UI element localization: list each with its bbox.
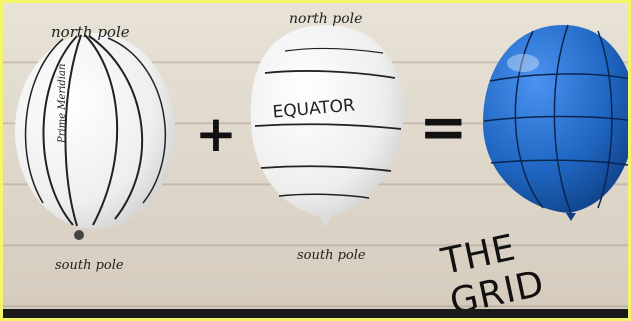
equals-sign: =	[419, 93, 468, 161]
plus-sign: +	[195, 105, 237, 163]
north-pole-middle-label: north pole	[289, 11, 362, 27]
south-pole-left-label: south pole	[55, 258, 124, 273]
equator-balloon	[251, 25, 404, 227]
bottom-strip	[3, 309, 631, 321]
prime-meridian-label: Prime Meridian	[57, 64, 68, 144]
meridian-balloon	[15, 33, 175, 240]
north-pole-left-label: north pole	[51, 23, 130, 41]
grid-balloon	[483, 25, 631, 221]
south-pole-middle-label: south pole	[297, 248, 366, 263]
